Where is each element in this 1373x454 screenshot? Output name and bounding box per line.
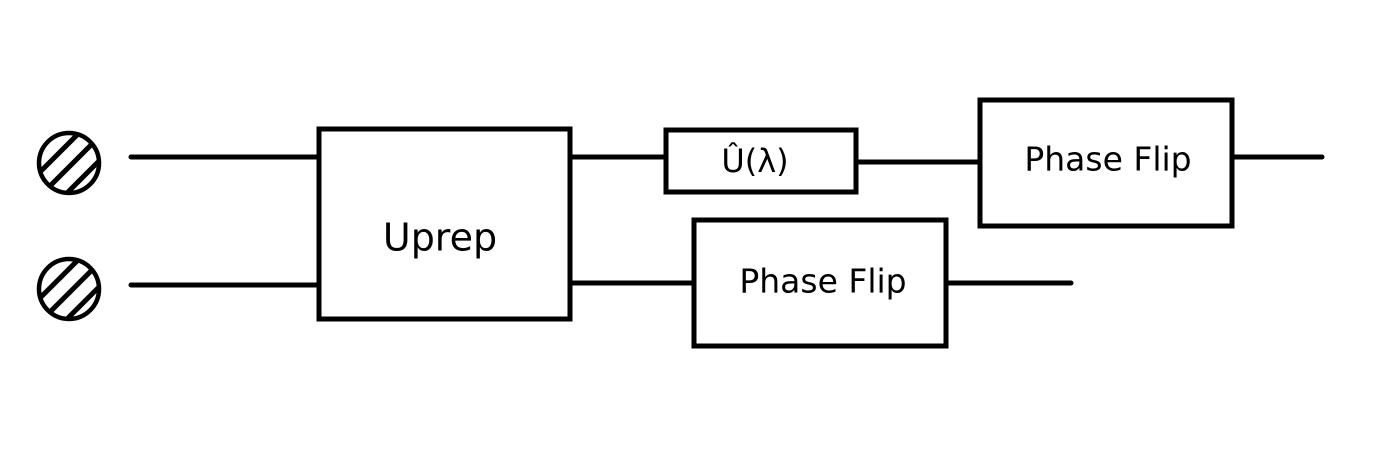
u-lambda-gate: Û(λ) bbox=[663, 127, 859, 195]
phase-flip-top-label: Phase Flip bbox=[1024, 140, 1191, 179]
phase-flip-bottom-label: Phase Flip bbox=[739, 262, 906, 301]
qubit-0-initial-state bbox=[36, 130, 102, 196]
qubit-1-initial-state bbox=[36, 256, 102, 322]
phase-flip-gate-bottom: Phase Flip bbox=[691, 217, 949, 349]
u-lambda-gate-label: Û(λ) bbox=[721, 141, 788, 180]
uprep-gate-label: Uprep bbox=[383, 216, 497, 260]
uprep-gate: Uprep bbox=[316, 126, 573, 322]
phase-flip-gate-top: Phase Flip bbox=[977, 97, 1235, 229]
